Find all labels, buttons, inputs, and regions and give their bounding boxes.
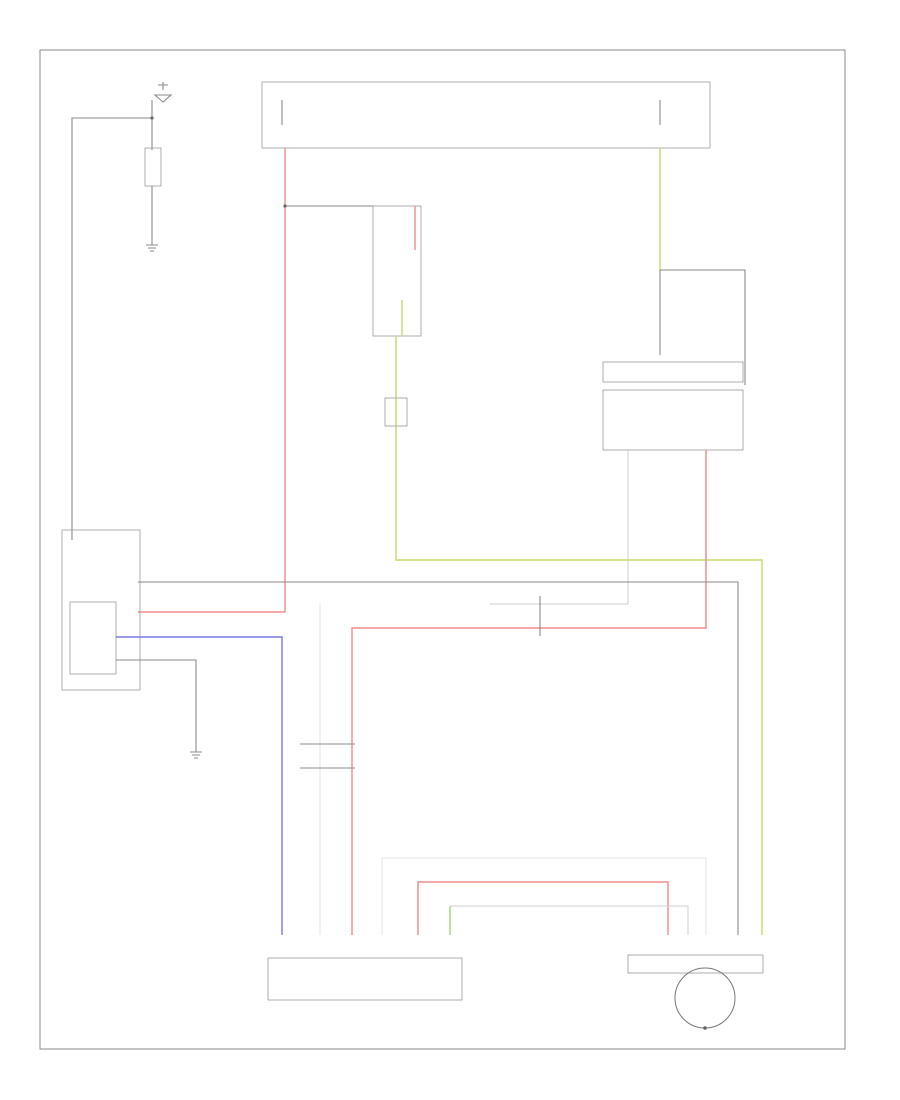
alternator-group <box>627 954 764 1030</box>
pcm-box <box>351 361 744 935</box>
alternator-icon <box>674 967 736 1029</box>
battery-body <box>144 147 162 187</box>
battery-group <box>71 82 173 540</box>
cooling-relay-group <box>659 148 746 385</box>
yellow-signal-wire <box>395 336 763 935</box>
fuse-box <box>261 81 711 149</box>
fuse-block <box>61 529 739 935</box>
ignition-relay <box>372 205 422 337</box>
bottom-connector <box>267 957 463 1001</box>
diagram-frame <box>39 49 846 1050</box>
